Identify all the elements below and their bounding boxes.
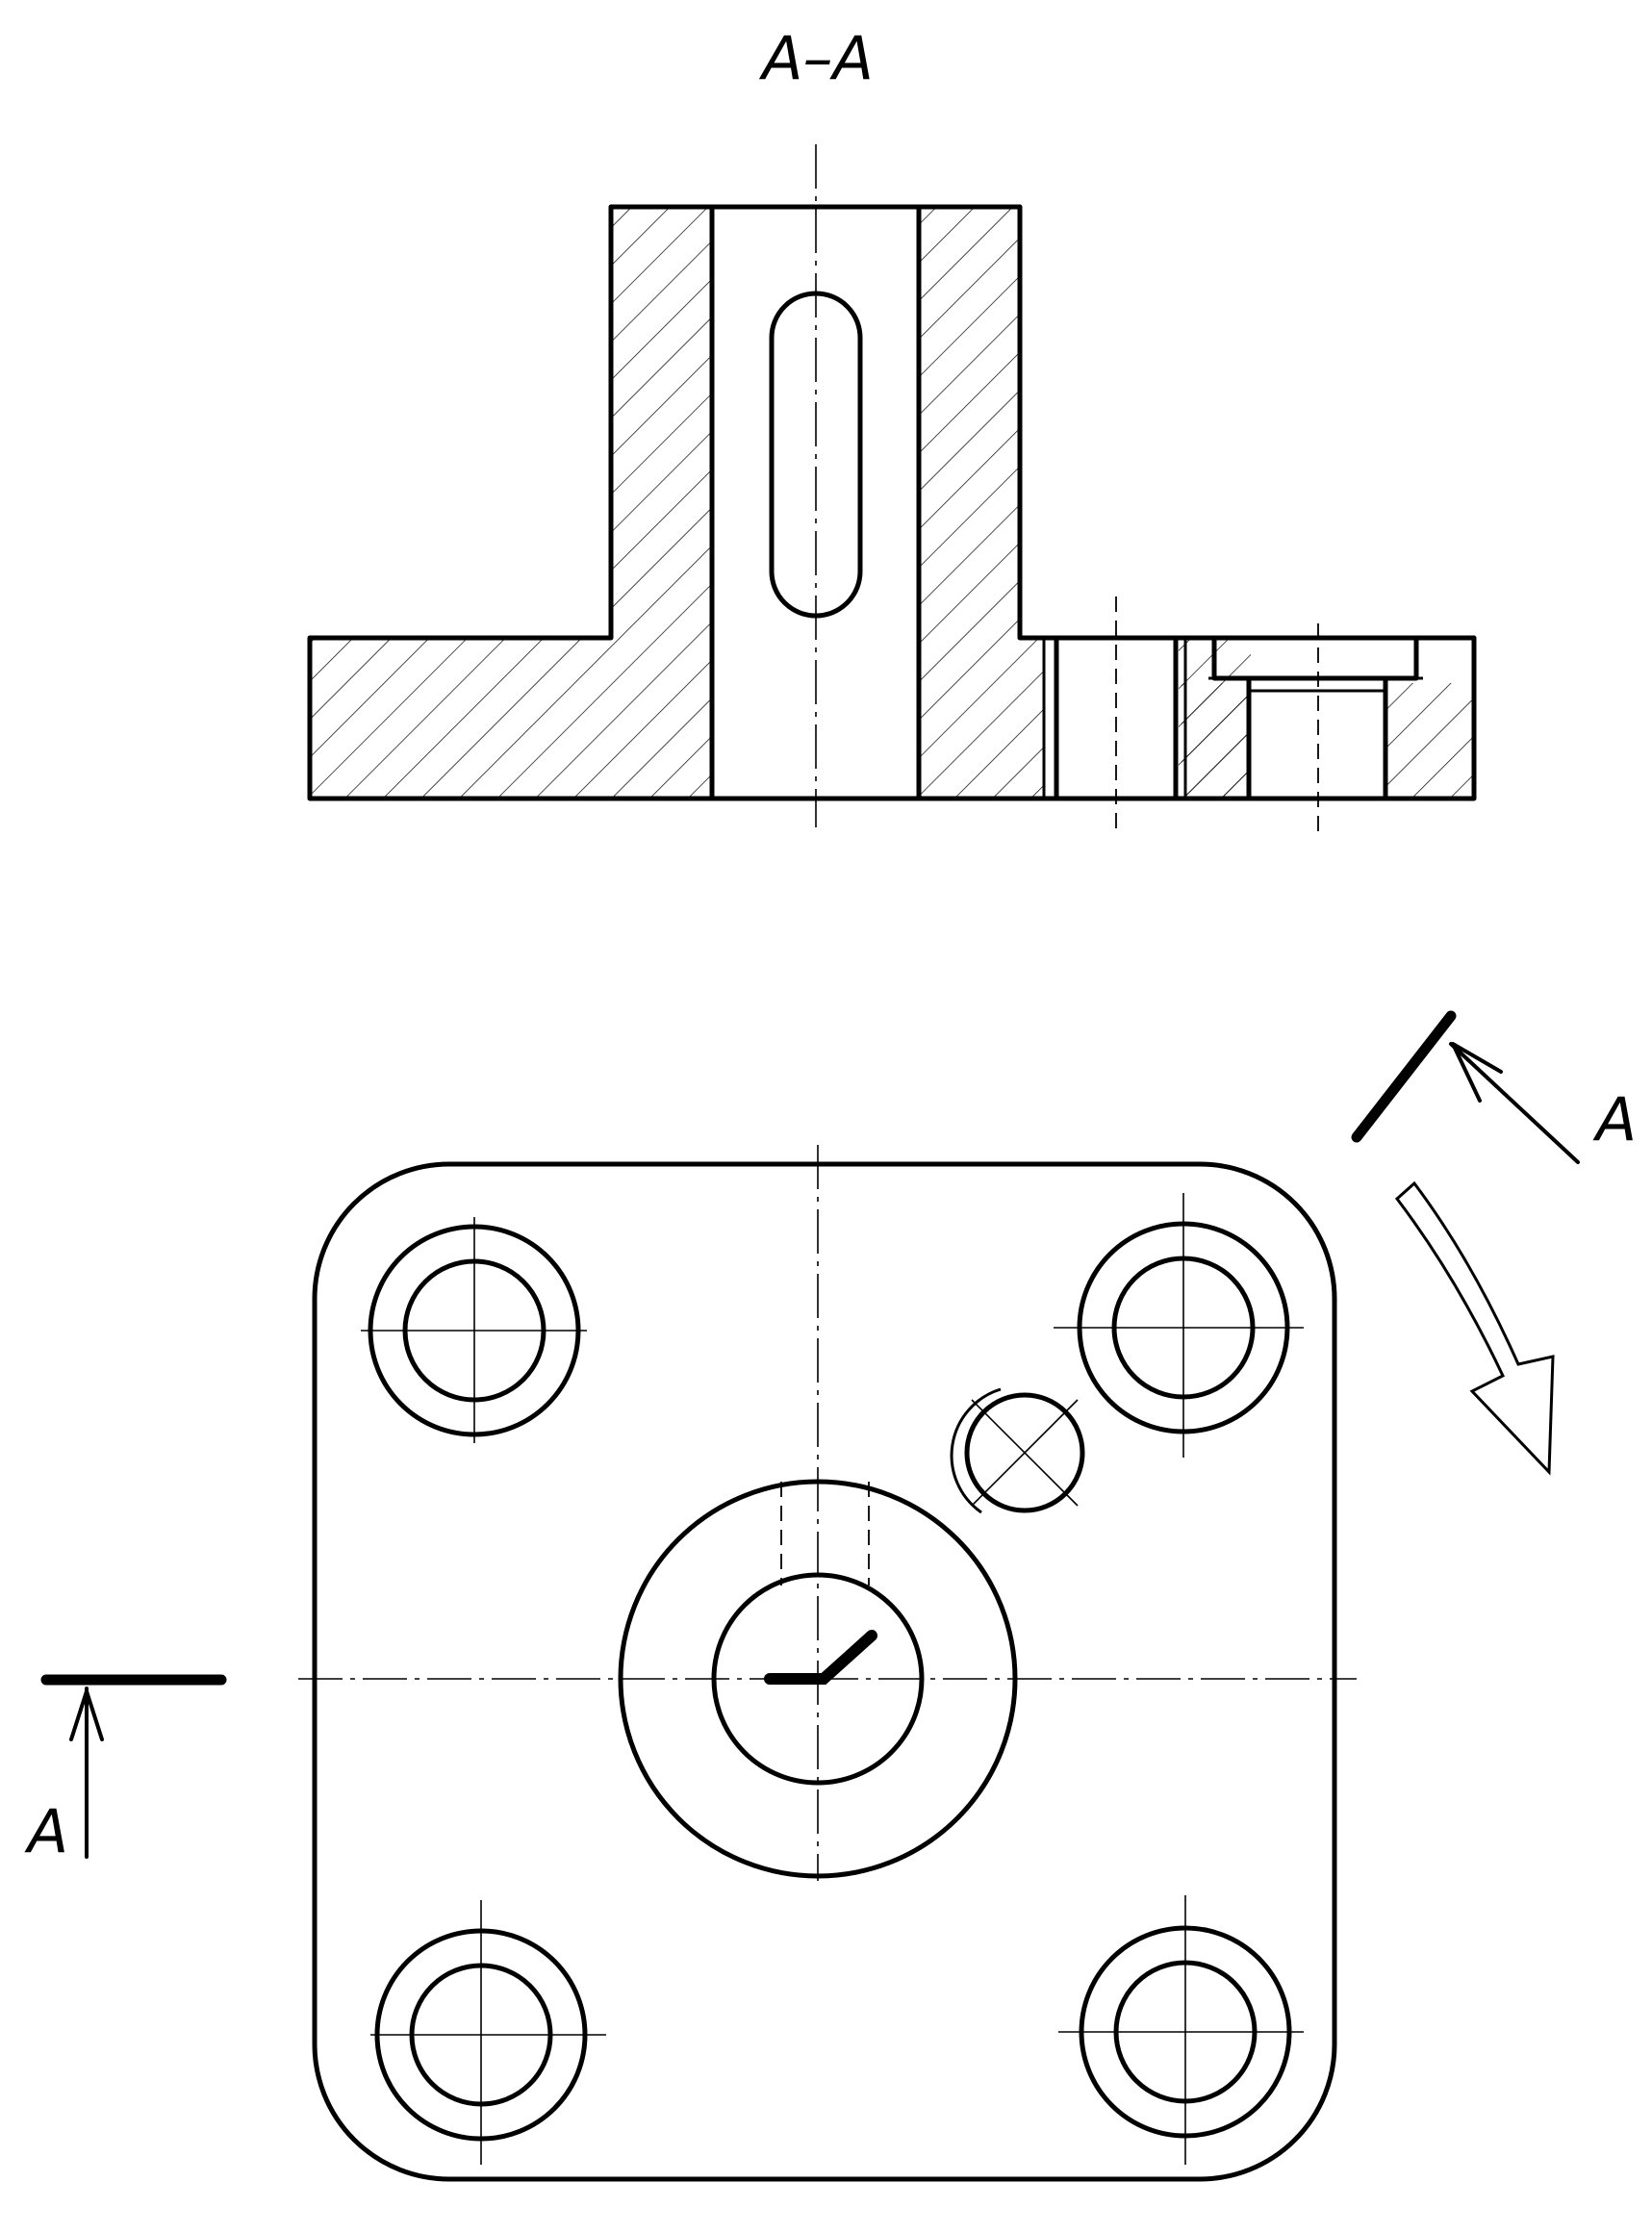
- pin-hole-plan: [950, 1387, 1085, 1514]
- section-hatching: [310, 207, 1474, 799]
- bore-circle: [711, 1572, 925, 1786]
- corner-hole-top-left: [361, 1217, 587, 1443]
- base-plate-outline: [312, 1161, 1337, 2182]
- section-title: A–A: [758, 23, 874, 93]
- cutting-plane-right-label: A: [1592, 1084, 1637, 1155]
- corner-hole-top-right: [1054, 1193, 1304, 1458]
- keyway-hidden-lines: [780, 1482, 870, 1586]
- counterbore-section: [1208, 635, 1423, 801]
- rotation-arrow: [1394, 1180, 1555, 1476]
- boss-circle: [618, 1479, 1018, 1879]
- cutting-plane-left-label: A: [24, 1796, 68, 1866]
- pin-hole-section: [1042, 635, 1187, 801]
- corner-hole-bottom-right: [1058, 1895, 1304, 2165]
- section-path-mark: [764, 1630, 877, 1685]
- cutting-plane-left: A: [24, 1674, 227, 1866]
- section-view: A–A: [307, 23, 1477, 837]
- section-outline: [307, 204, 1477, 801]
- cutting-plane-right: A: [1351, 1010, 1637, 1164]
- corner-hole-bottom-left: [370, 1900, 606, 2165]
- plan-view: A A: [24, 1010, 1637, 2182]
